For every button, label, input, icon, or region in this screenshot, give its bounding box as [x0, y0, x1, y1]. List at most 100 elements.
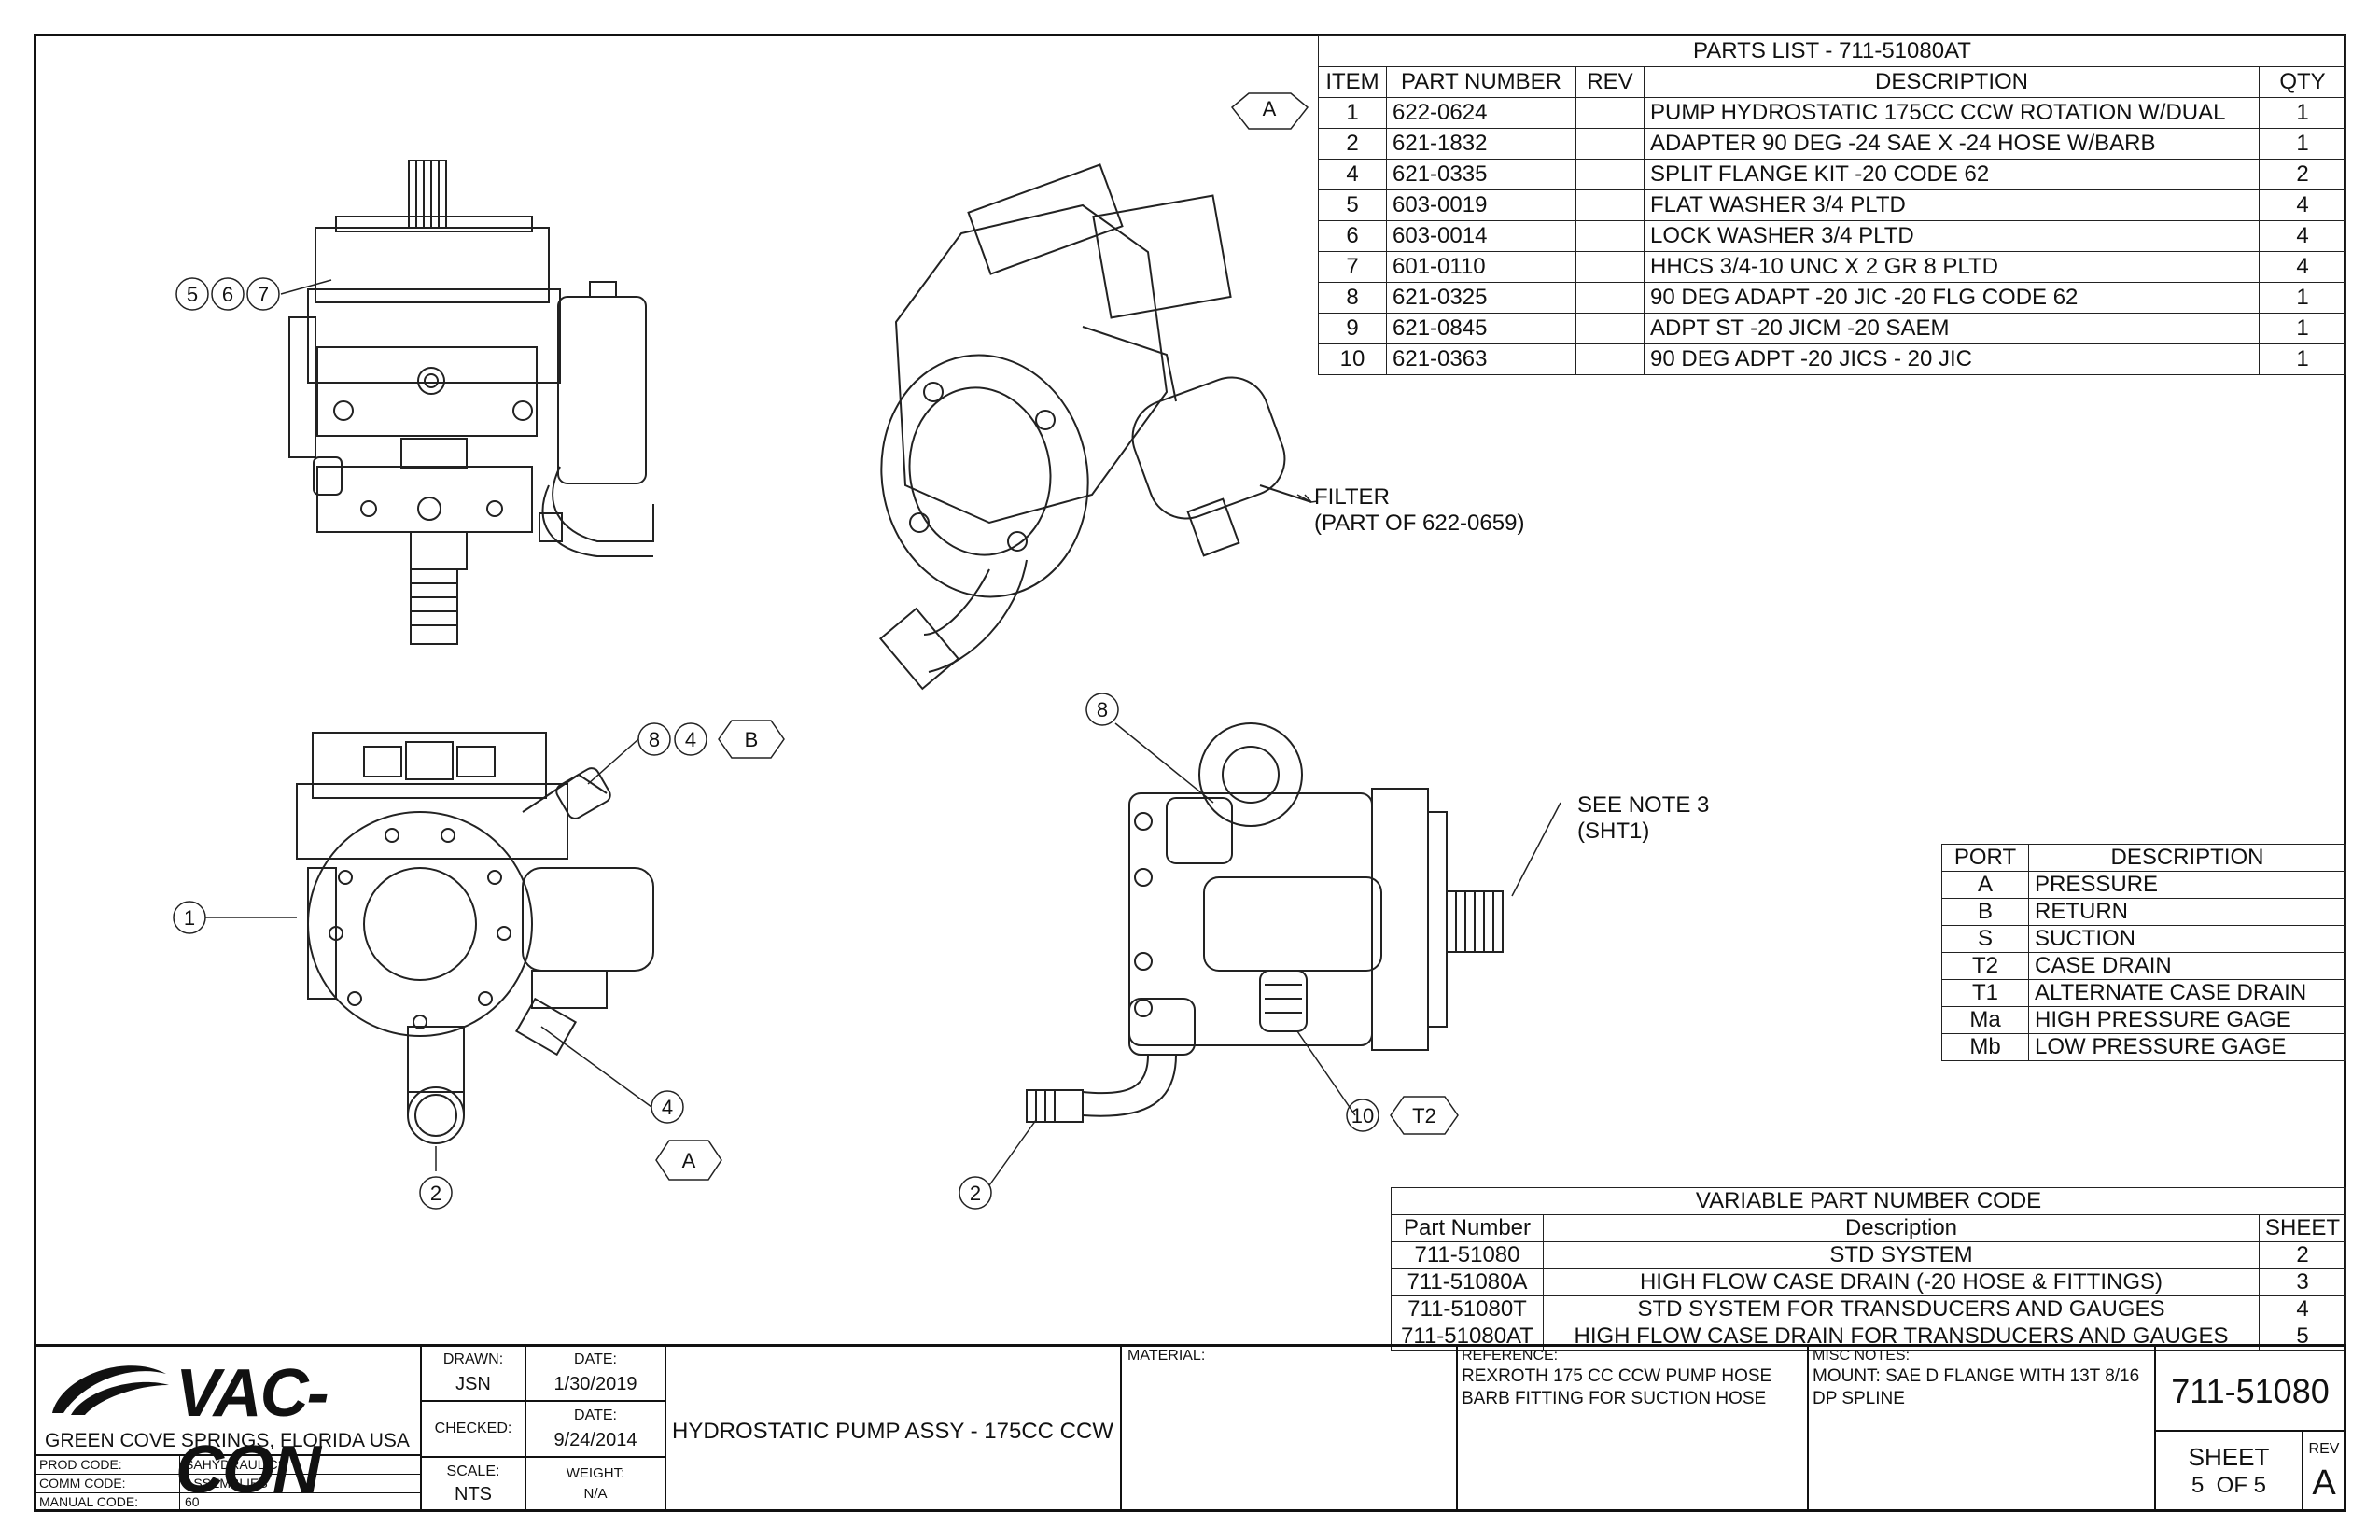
title-cell: HYDROSTATIC PUMP ASSY - 175CC CCW: [665, 1344, 1122, 1512]
drawing-title: HYDROSTATIC PUMP ASSY - 175CC CCW: [672, 1419, 1113, 1444]
col-rev: REV: [1575, 66, 1645, 98]
col-port: PORT: [1941, 844, 2029, 872]
see-note-line2: (SHT1): [1577, 819, 1649, 844]
desc-cell: FLAT WASHER 3/4 PLTD: [1644, 189, 2260, 221]
callout-4-bottom: 4: [662, 1096, 673, 1119]
callout-1: 1: [184, 906, 195, 930]
callout-a-top-hex: [1230, 92, 1309, 130]
callout-4-top: 4: [685, 728, 696, 751]
part-cell: 621-0363: [1386, 343, 1576, 375]
sheet-cell: SHEET 5 OF 5: [2154, 1430, 2303, 1512]
desc-cell: HHCS 3/4-10 UNC X 2 GR 8 PLTD: [1644, 251, 2260, 283]
port-desc-cell: RETURN: [2028, 898, 2346, 926]
rev-label: REV: [2308, 1441, 2340, 1457]
vp-sheet-cell: 2: [2258, 1241, 2347, 1269]
filter-note-line2: (PART OF 622-0659): [1314, 511, 1524, 536]
rev-cell: [1575, 313, 1645, 344]
scale-cell: SCALE: NTS: [420, 1456, 526, 1512]
callout-a-bottom: A: [682, 1149, 696, 1172]
vp-pn-cell: 711-51080T: [1391, 1295, 1544, 1323]
weight-value: N/A: [583, 1486, 608, 1502]
codes-box: PROD CODE: SAHYDRAULICS COMM CODE: ASSEM…: [34, 1454, 422, 1512]
material-cell: MATERIAL:: [1120, 1344, 1458, 1512]
port-desc-cell: CASE DRAIN: [2028, 952, 2346, 980]
date2-cell: DATE: 9/24/2014: [525, 1400, 666, 1458]
sheet-value: 5 OF 5: [2191, 1473, 2267, 1498]
item-cell: 6: [1318, 220, 1387, 252]
part-cell: 601-0110: [1386, 251, 1576, 283]
parts-list-table: PARTS LIST - 711-51080AT ITEM PART NUMBE…: [1318, 35, 2346, 375]
misc-line2: DP SPLINE: [1813, 1389, 1905, 1408]
date1-value: 1/30/2019: [553, 1374, 637, 1394]
port-cell: T1: [1941, 979, 2029, 1007]
desc-cell: 90 DEG ADPT -20 JICS - 20 JIC: [1644, 343, 2260, 375]
drawn-cell: DRAWN: JSN: [420, 1344, 526, 1402]
callout-6: 6: [222, 283, 233, 306]
part-cell: 621-0325: [1386, 282, 1576, 314]
item-cell: 8: [1318, 282, 1387, 314]
weight-label: WEIGHT:: [566, 1465, 625, 1481]
qty-cell: 4: [2259, 251, 2346, 283]
callout-5: 5: [187, 283, 198, 306]
part-cell: 603-0014: [1386, 220, 1576, 252]
variable-table-title: VARIABLE PART NUMBER CODE: [1391, 1187, 2346, 1215]
part-cell: 621-1832: [1386, 128, 1576, 160]
port-cell: Mb: [1941, 1033, 2029, 1061]
port-cell: Ma: [1941, 1006, 2029, 1034]
reference-line2: BARB FITTING FOR SUCTION HOSE: [1462, 1389, 1767, 1408]
rev-cell: REV A: [2302, 1430, 2346, 1512]
vaccon-swoosh-logo: [52, 1365, 169, 1415]
filter-note-line1: FILTER: [1314, 484, 1390, 510]
reference-cell: REFERENCE: REXROTH 175 CC CCW PUMP HOSE …: [1456, 1344, 1809, 1512]
port-cell: A: [1941, 871, 2029, 899]
port-desc-cell: SUCTION: [2028, 925, 2346, 953]
col-port-description: DESCRIPTION: [2028, 844, 2346, 872]
qty-cell: 2: [2259, 159, 2346, 190]
qty-cell: 1: [2259, 343, 2346, 375]
drawing-number-cell: 711-51080: [2154, 1344, 2346, 1432]
pump-side-view: [1026, 722, 1504, 1123]
callout-a-top: A: [1263, 97, 1277, 120]
misc-label: MISC NOTES:: [1813, 1348, 1911, 1364]
logo-box: VAC-CON GREEN COVE SPRINGS, FLORIDA USA: [34, 1344, 422, 1507]
port-desc-cell: PRESSURE: [2028, 871, 2346, 899]
manual-code-label: MANUAL CODE:: [39, 1494, 139, 1509]
item-cell: 5: [1318, 189, 1387, 221]
date2-label: DATE:: [574, 1407, 617, 1423]
item-cell: 9: [1318, 313, 1387, 344]
part-cell: 621-0335: [1386, 159, 1576, 190]
company-location: GREEN COVE SPRINGS, FLORIDA USA: [45, 1430, 410, 1451]
comm-code-value: ASSEMBLIES: [185, 1476, 268, 1491]
see-note-line1: SEE NOTE 3: [1577, 792, 1709, 818]
rev-value: A: [2312, 1463, 2336, 1503]
vp-pn-cell: 711-51080: [1391, 1241, 1544, 1269]
pump-front-view: [288, 160, 654, 645]
desc-cell: PUMP HYDROSTATIC 175CC CCW ROTATION W/DU…: [1644, 97, 2260, 129]
prod-code-label: PROD CODE:: [39, 1457, 122, 1472]
weight-cell: WEIGHT: N/A: [525, 1456, 666, 1512]
callout-8-left: 8: [649, 728, 660, 751]
vp-desc-cell: HIGH FLOW CASE DRAIN (-20 HOSE & FITTING…: [1543, 1268, 2260, 1296]
material-label: MATERIAL:: [1127, 1348, 1206, 1364]
callout-t2: T2: [1412, 1104, 1436, 1127]
port-desc-cell: ALTERNATE CASE DRAIN: [2028, 979, 2346, 1007]
col-description: DESCRIPTION: [1644, 66, 2260, 98]
qty-cell: 4: [2259, 189, 2346, 221]
port-desc-cell: LOW PRESSURE GAGE: [2028, 1033, 2346, 1061]
scale-value: NTS: [455, 1484, 492, 1505]
reference-line1: REXROTH 175 CC CCW PUMP HOSE: [1462, 1366, 1772, 1386]
col-vp-part-number: Part Number: [1391, 1214, 1544, 1242]
callout-7: 7: [258, 283, 269, 306]
